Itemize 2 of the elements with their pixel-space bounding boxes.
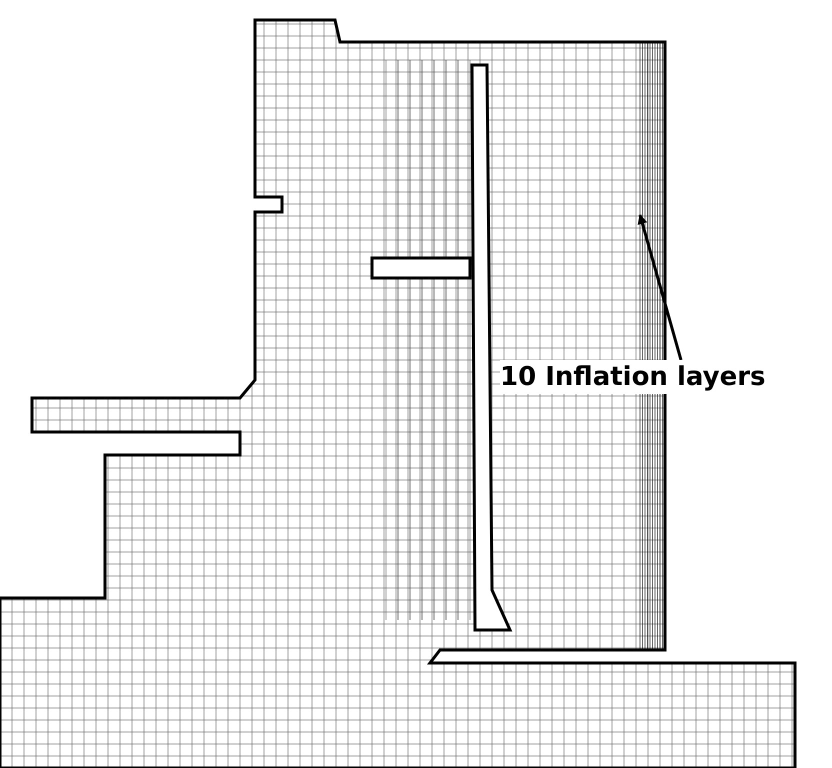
callout-label: 10 Inflation layers (500, 360, 766, 394)
leader-arrow (638, 214, 682, 360)
